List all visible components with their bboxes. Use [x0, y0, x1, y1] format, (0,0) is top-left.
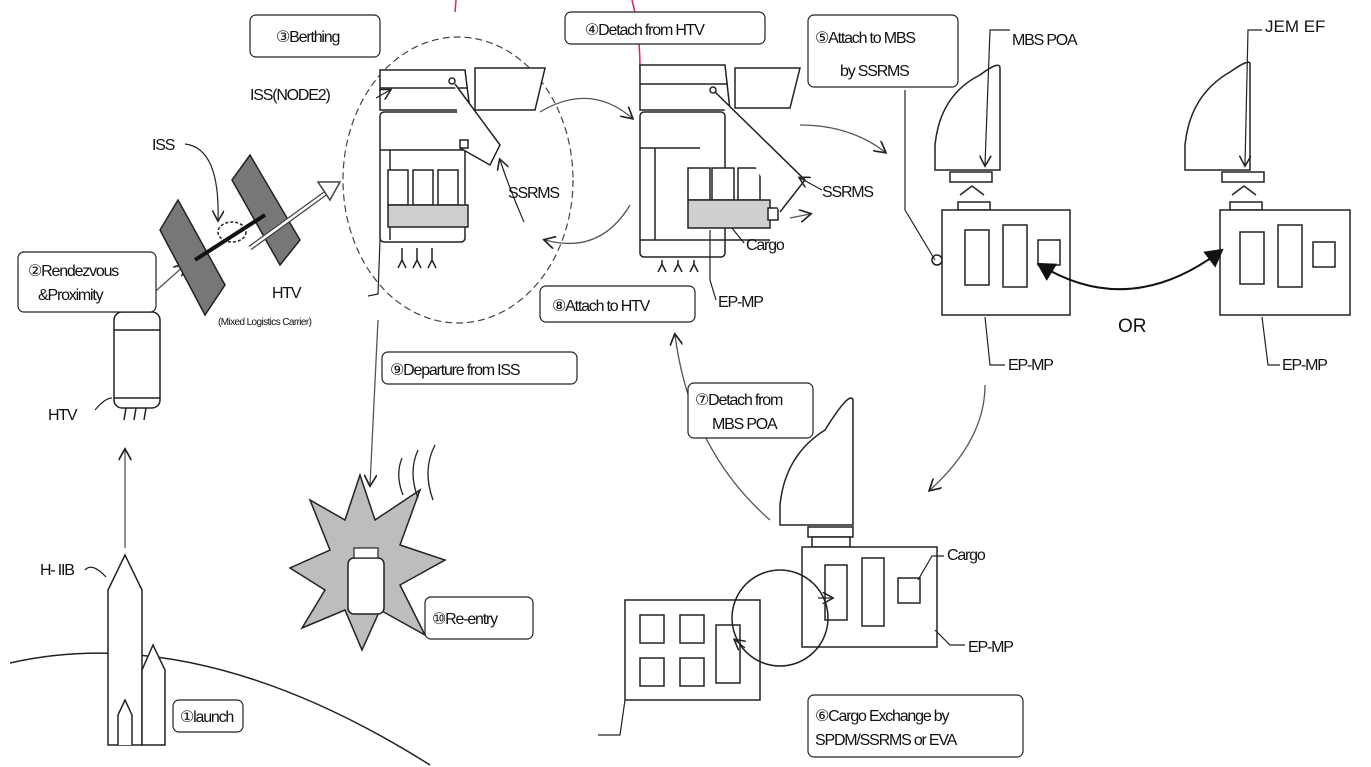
earth-horizon [9, 652, 431, 766]
step-6-label: ⑥Cargo Exchange by SPDM/SSRMS or EVA [807, 694, 1024, 758]
step-7-label: ⑦Detach from MBS POA [687, 382, 814, 439]
svg-text:⑨Departure from ISS: ⑨Departure from ISS [390, 362, 520, 379]
epmp-label-4: EP-MP [968, 639, 1013, 656]
magenta-line-1 [454, 0, 457, 13]
jem-ef-label: JEM EF [1265, 17, 1325, 36]
svg-text:MBS POA: MBS POA [712, 416, 778, 433]
iss-station [159, 153, 301, 317]
cargo-leader-2 [917, 555, 944, 581]
reentry-burst [288, 444, 447, 652]
ssrms-mbs-leader [904, 90, 936, 261]
epmp-label-1: EP-MP [718, 294, 763, 311]
step-10-label: ⑩Re-entry [424, 596, 534, 640]
h2b-rocket [107, 553, 166, 746]
mbs-poa-label: MBS POA [1012, 32, 1078, 49]
or-double-arrow [1036, 248, 1224, 291]
rack-leader [598, 699, 626, 736]
svg-text:&Proximity: &Proximity [38, 287, 104, 304]
to-attach-htv-arrow [675, 335, 771, 521]
svg-text:⑩Re-entry: ⑩Re-entry [432, 611, 498, 628]
exchange-circle [731, 569, 829, 667]
epmp-leader-3 [1261, 316, 1280, 366]
small-right-arrow [789, 214, 810, 218]
mixed-logistics-label: (Mixed Logistics Carrier) [218, 317, 312, 328]
svg-text:⑥Cargo Exchange by: ⑥Cargo Exchange by [815, 708, 949, 725]
svg-text:SPDM/SSRMS or EVA: SPDM/SSRMS or EVA [815, 732, 958, 749]
detach-assembly [639, 64, 807, 273]
cargo-exchange-assembly [624, 397, 938, 701]
step-2-label: ②Rendezvous &Proximity [17, 251, 157, 313]
ssrms-label-2: SSRMS [822, 184, 873, 201]
svg-text:⑧Attach to HTV: ⑧Attach to HTV [552, 298, 651, 315]
step-3-label: ③Berthing [249, 14, 381, 58]
h2b-label: H- IIB [40, 562, 74, 579]
cargo-leader-1 [731, 227, 745, 244]
mbs-poa-assembly [931, 64, 1071, 316]
ssrms-leader-1 [500, 160, 525, 223]
iss-node2-label: ISS(NODE2) [250, 87, 330, 104]
jem-ef-assembly [1184, 61, 1351, 316]
epmp-leader-1 [709, 230, 717, 301]
exchange-arrow-2 [735, 640, 745, 648]
svg-text:①launch: ①launch [180, 709, 233, 726]
epmp-leader-4 [934, 629, 965, 646]
htv-leader [367, 239, 381, 297]
epmp-leader-2 [984, 316, 1005, 366]
svg-text:by SSRMS: by SSRMS [840, 63, 909, 80]
htv-small-label: HTV [48, 407, 78, 424]
svg-text:⑦Detach from: ⑦Detach from [695, 392, 783, 409]
step-5-label: ⑤Attach to MBS by SSRMS [807, 14, 959, 88]
h2b-leader [84, 566, 107, 578]
return-arrow [545, 204, 631, 243]
detach-arrow [539, 97, 632, 118]
cargo-label-2: Cargo [947, 547, 986, 564]
mbs-poa-leader [985, 29, 1010, 165]
departure-arrow [370, 319, 379, 485]
epmp-label-2: EP-MP [1008, 357, 1053, 374]
berthing-circle [342, 36, 574, 324]
ssrms-label-1: SSRMS [508, 185, 559, 202]
step-1-label: ①launch [172, 699, 244, 733]
htv-small-leader [94, 397, 113, 411]
step-4-label: ④Detach from HTV [564, 11, 766, 45]
iss-label: ISS [152, 137, 175, 154]
svg-text:④Detach from HTV: ④Detach from HTV [585, 22, 705, 39]
or-label: OR [1118, 316, 1147, 337]
berthing-assembly [379, 67, 546, 269]
step-9-label: ⑨Departure from ISS [381, 351, 578, 385]
svg-text:③Berthing: ③Berthing [276, 29, 339, 46]
ssrms-leader-2 [800, 178, 823, 191]
cargo-label-1: Cargo [746, 237, 785, 254]
node2-leader [375, 90, 390, 98]
htv-small-icon [113, 311, 161, 421]
jem-ef-leader [1245, 29, 1262, 165]
epmp-label-3: EP-MP [1282, 357, 1327, 374]
iss-leader [184, 143, 218, 220]
svg-text:②Rendezvous: ②Rendezvous [28, 263, 119, 280]
htv-label: HTV [272, 285, 302, 302]
to-exchange-arrow [930, 384, 986, 490]
step-8-label: ⑧Attach to HTV [539, 285, 696, 323]
to-mbs-arrow [799, 124, 885, 152]
svg-text:⑤Attach to MBS: ⑤Attach to MBS [815, 30, 915, 47]
